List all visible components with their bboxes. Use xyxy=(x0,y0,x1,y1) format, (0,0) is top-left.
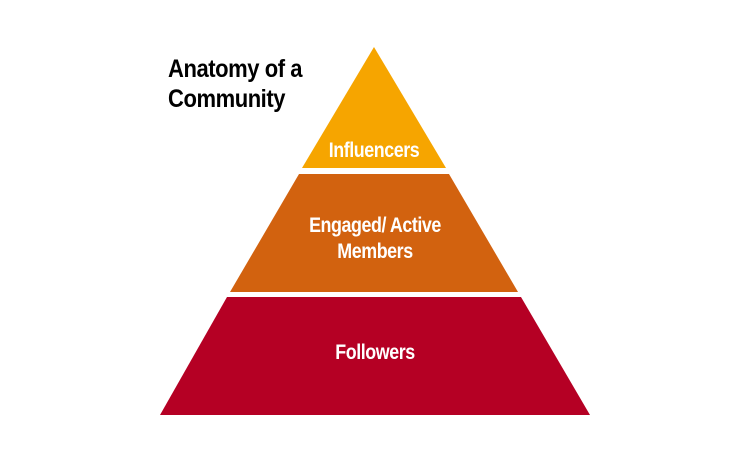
diagram-title: Anatomy of a Community xyxy=(168,55,303,113)
pyramid-layer-middle xyxy=(230,174,518,292)
layer-label-influencers: Influencers xyxy=(328,139,420,162)
pyramid-layer-bottom xyxy=(160,297,590,415)
pyramid-layer-top xyxy=(302,47,446,168)
layer-label-engaged-members: Engaged/ Active Members xyxy=(309,214,441,263)
layer-label-followers: Followers xyxy=(335,341,415,364)
